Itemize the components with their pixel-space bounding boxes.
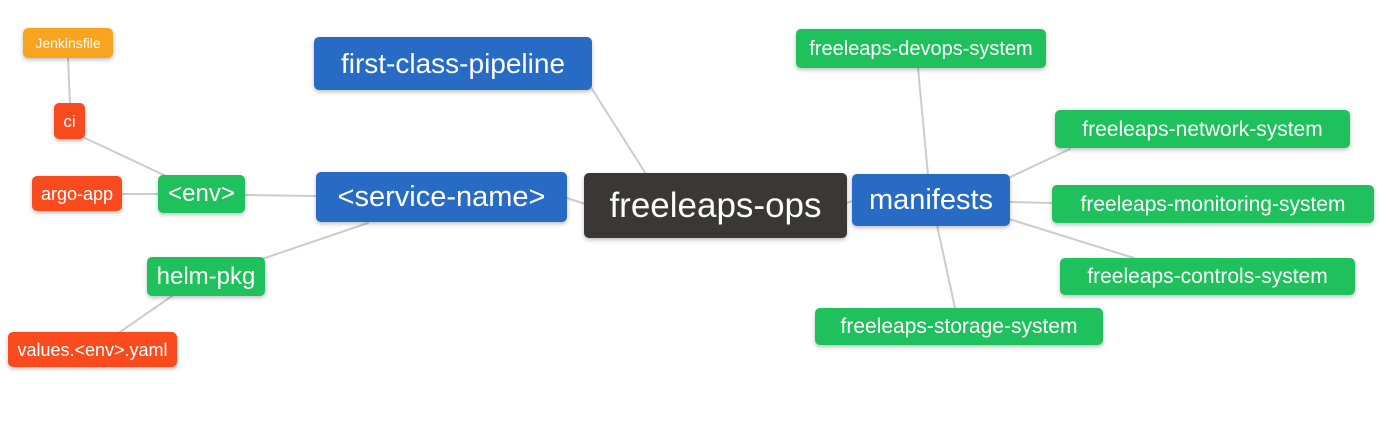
edge-ci-to-env (84, 137, 169, 178)
node-first-class-pipeline[interactable]: first-class-pipeline (314, 37, 592, 90)
edge-manifests-to-freeleaps-storage-system (936, 224, 956, 309)
node-manifests[interactable]: manifests (852, 174, 1010, 226)
edge-jenkinsfile-to-ci (67, 57, 71, 105)
edge-helm-pkg-to-service-name (261, 222, 369, 260)
node-freeleaps-ops[interactable]: freeleaps-ops (584, 173, 847, 238)
edge-values-env-yaml-to-helm-pkg (119, 295, 173, 333)
node-ci[interactable]: ci (54, 103, 85, 139)
edge-manifests-to-freeleaps-controls-system (1008, 218, 1135, 259)
node-service-name[interactable]: <service-name> (316, 172, 567, 222)
node-freeleaps-devops-system[interactable]: freeleaps-devops-system (796, 29, 1046, 68)
node-env[interactable]: <env> (158, 175, 245, 213)
node-jenkinsfile[interactable]: Jenkinsfile (23, 28, 113, 58)
edge-service-name-to-freeleaps-ops (566, 197, 586, 205)
edge-freeleaps-ops-to-manifests (845, 200, 854, 204)
edge-manifests-to-freeleaps-monitoring-system (1008, 201, 1054, 204)
node-argo-app[interactable]: argo-app (32, 176, 122, 211)
node-freeleaps-storage-system[interactable]: freeleaps-storage-system (815, 308, 1103, 345)
edge-manifests-to-freeleaps-devops-system (917, 67, 929, 176)
node-values-env-yaml[interactable]: values.<env>.yaml (8, 332, 177, 367)
node-freeleaps-controls-system[interactable]: freeleaps-controls-system (1060, 258, 1355, 295)
edge-env-to-service-name (244, 194, 317, 197)
edge-first-class-pipeline-to-freeleaps-ops (591, 88, 647, 175)
node-freeleaps-monitoring-system[interactable]: freeleaps-monitoring-system (1052, 185, 1374, 223)
node-freeleaps-network-system[interactable]: freeleaps-network-system (1055, 110, 1350, 148)
node-helm-pkg[interactable]: helm-pkg (147, 257, 265, 296)
edge-manifests-to-freeleaps-network-system (1003, 148, 1071, 181)
